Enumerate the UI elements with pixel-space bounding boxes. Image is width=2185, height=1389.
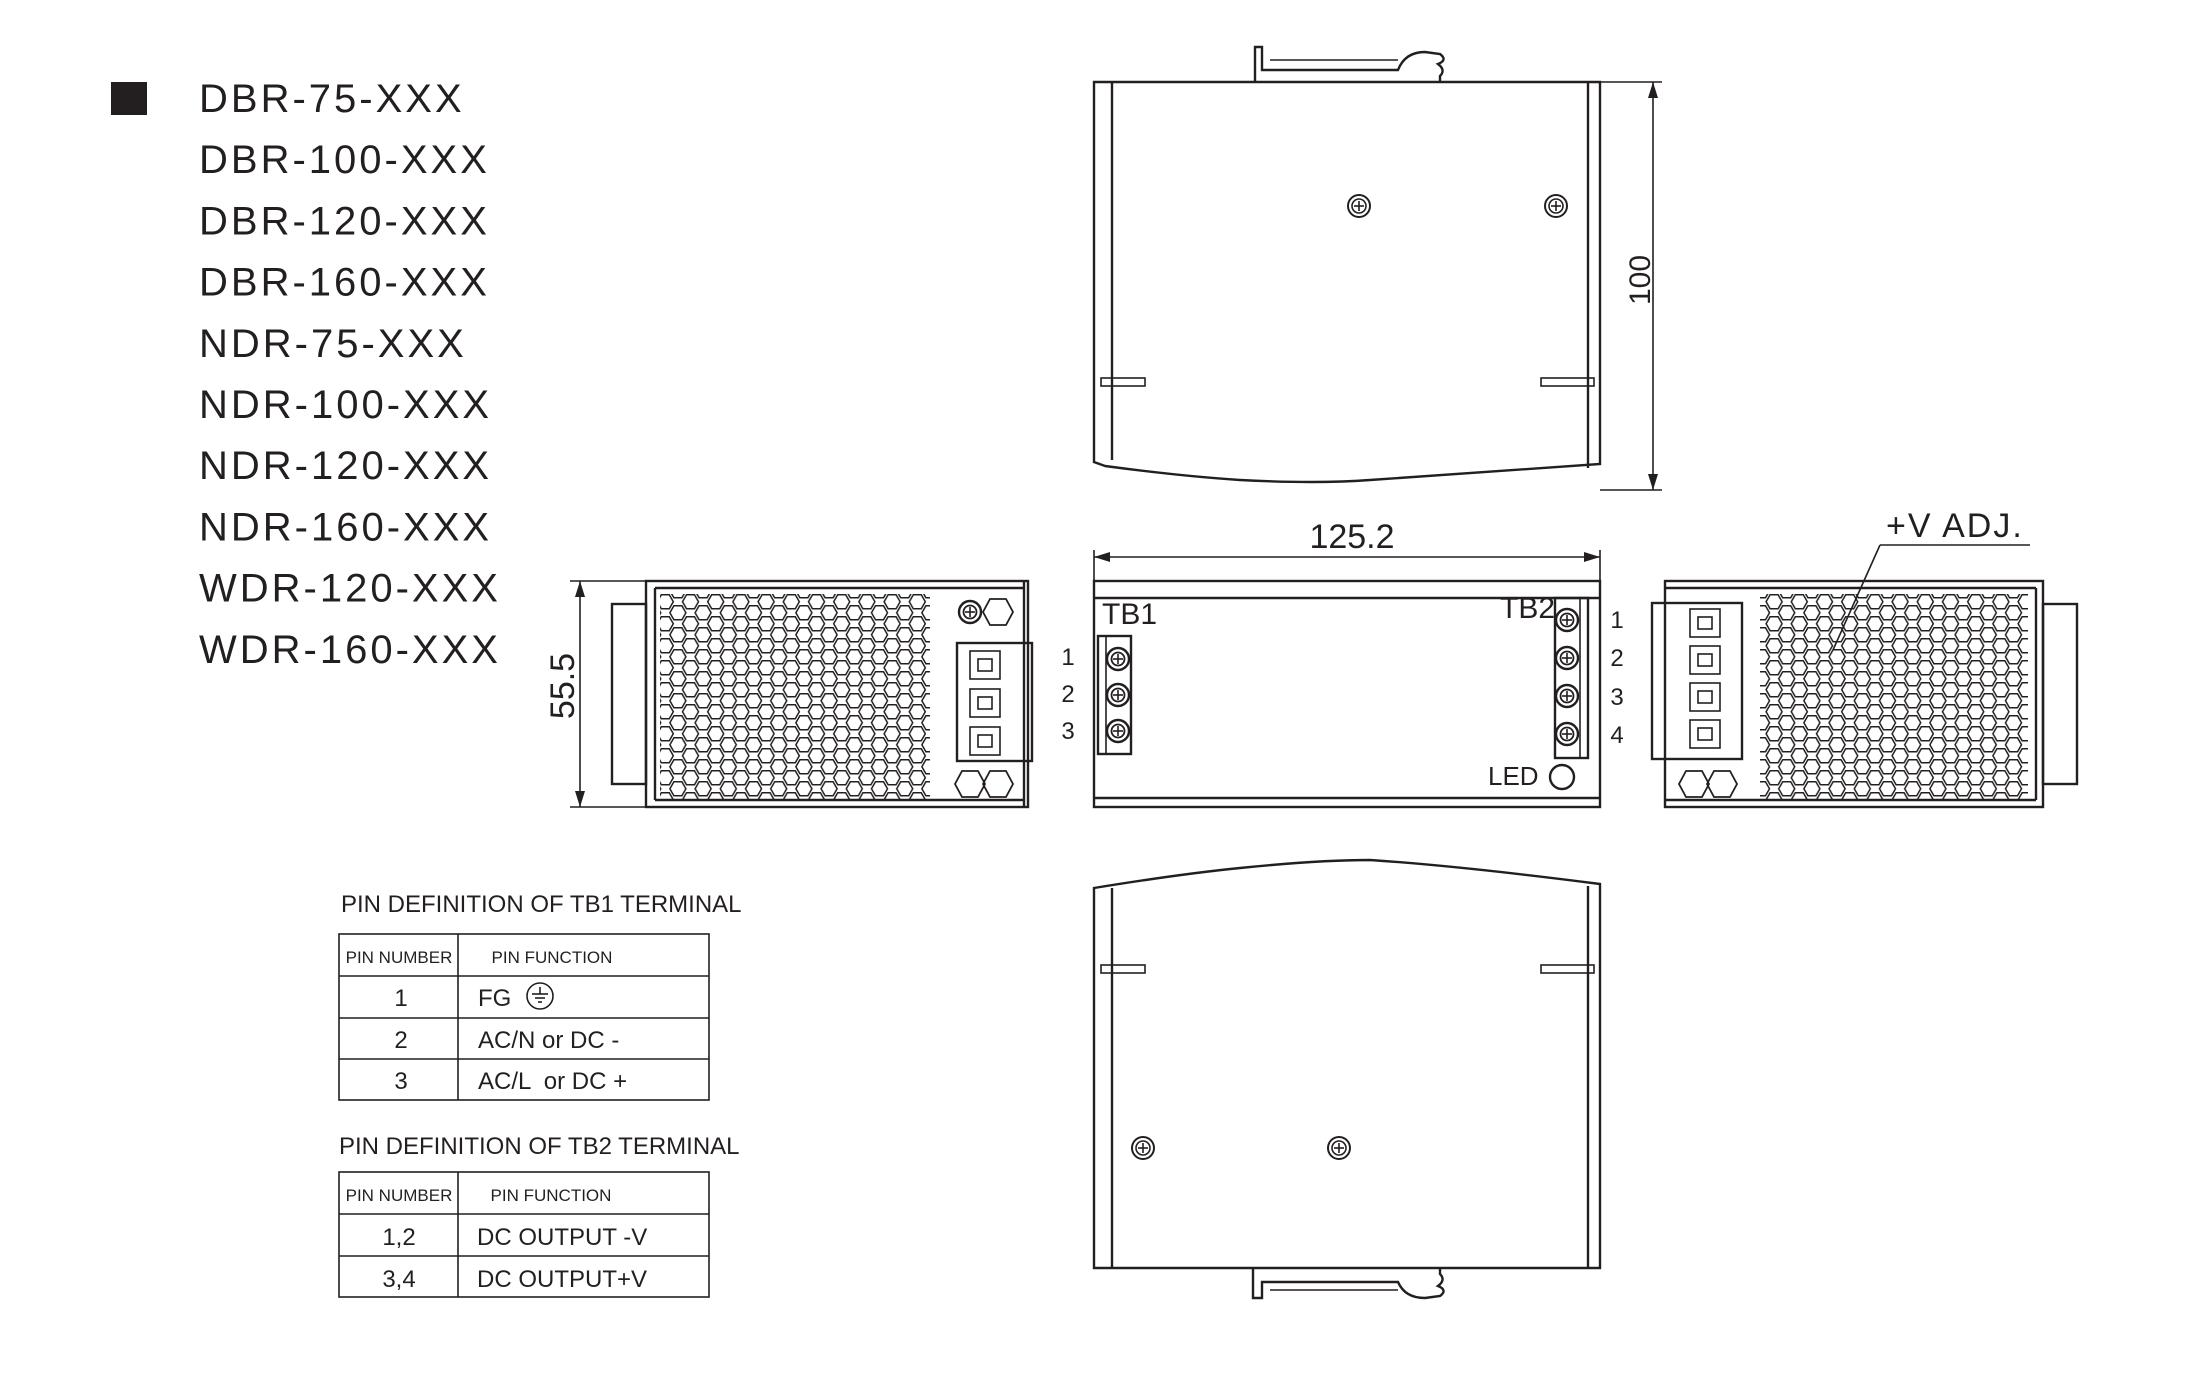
tb2-table-title: PIN DEFINITION OF TB2 TERMINAL: [339, 1133, 740, 1160]
tb2-pin-table: PIN DEFINITION OF TB2 TERMINAL PIN NUMBE…: [338, 1133, 740, 1298]
table-header: PIN FUNCTION: [491, 1186, 612, 1205]
model-name: WDR-160-XXX: [199, 628, 501, 672]
tb2-pin-label: 2: [1610, 645, 1623, 672]
model-name: DBR-160-XXX: [199, 261, 490, 305]
tb1-pin-label: 3: [1061, 718, 1074, 745]
v-adj-label: +V ADJ.: [1886, 507, 2024, 545]
table-header: PIN NUMBER: [346, 948, 453, 967]
tb2-pin-label: 1: [1610, 607, 1623, 634]
table-header: PIN NUMBER: [346, 1186, 453, 1205]
top-view: 100: [1092, 45, 1662, 491]
table-cell: DC OUTPUT -V: [477, 1224, 647, 1251]
model-name: NDR-160-XXX: [199, 505, 492, 549]
bottom-view: [1092, 858, 1602, 1300]
table-cell: 2: [394, 1027, 407, 1054]
tb2-pin-label: 3: [1610, 684, 1623, 711]
tb1-pin-table: PIN DEFINITION OF TB1 TERMINAL PIN NUMBE…: [338, 891, 742, 1101]
front-view: 125.2 TB1 1 2 3 TB2 1 2 3 4 LED: [1061, 518, 1624, 809]
led-indicator-icon: [1548, 763, 1576, 791]
tb1-pin-label: 1: [1061, 644, 1074, 671]
model-name: NDR-120-XXX: [199, 444, 492, 488]
table-cell: 3: [394, 1068, 407, 1095]
width-dimension-label: 125.2: [1309, 518, 1394, 556]
tb2-label: TB2: [1500, 592, 1555, 625]
left-side-view: 55.5: [544, 579, 1034, 809]
table-cell: DC OUTPUT+V: [477, 1266, 647, 1293]
tb1-table-title: PIN DEFINITION OF TB1 TERMINAL: [341, 891, 742, 918]
table-cell: 1: [394, 985, 407, 1012]
table-cell: 1,2: [382, 1224, 415, 1251]
table-cell: 3,4: [382, 1266, 415, 1293]
table-header: PIN FUNCTION: [492, 948, 613, 967]
ground-symbol-icon: [526, 982, 554, 1010]
model-name: DBR-120-XXX: [199, 199, 490, 243]
tb2-pin-label: 4: [1610, 722, 1623, 749]
model-name: DBR-100-XXX: [199, 138, 490, 182]
model-list: DBR-75-XXX DBR-100-XXX DBR-120-XXX DBR-160-…: [199, 77, 501, 672]
right-side-view: +V ADJ.: [1650, 507, 2079, 809]
tb1-label: TB1: [1102, 598, 1157, 631]
table-cell: FG: [478, 985, 511, 1012]
tb1-pin-label: 2: [1061, 681, 1074, 708]
model-name: DBR-75-XXX: [199, 77, 465, 121]
depth-dimension-label: 55.5: [544, 653, 582, 719]
table-cell: AC/N or DC -: [478, 1027, 619, 1054]
model-name: NDR-75-XXX: [199, 322, 467, 366]
model-name: NDR-100-XXX: [199, 383, 492, 427]
height-dimension-label: 100: [1624, 255, 1657, 305]
led-label: LED: [1488, 761, 1539, 791]
model-name: WDR-120-XXX: [199, 567, 501, 611]
bullet-square-icon: [111, 82, 147, 115]
table-cell: AC/L or DC +: [478, 1068, 627, 1095]
